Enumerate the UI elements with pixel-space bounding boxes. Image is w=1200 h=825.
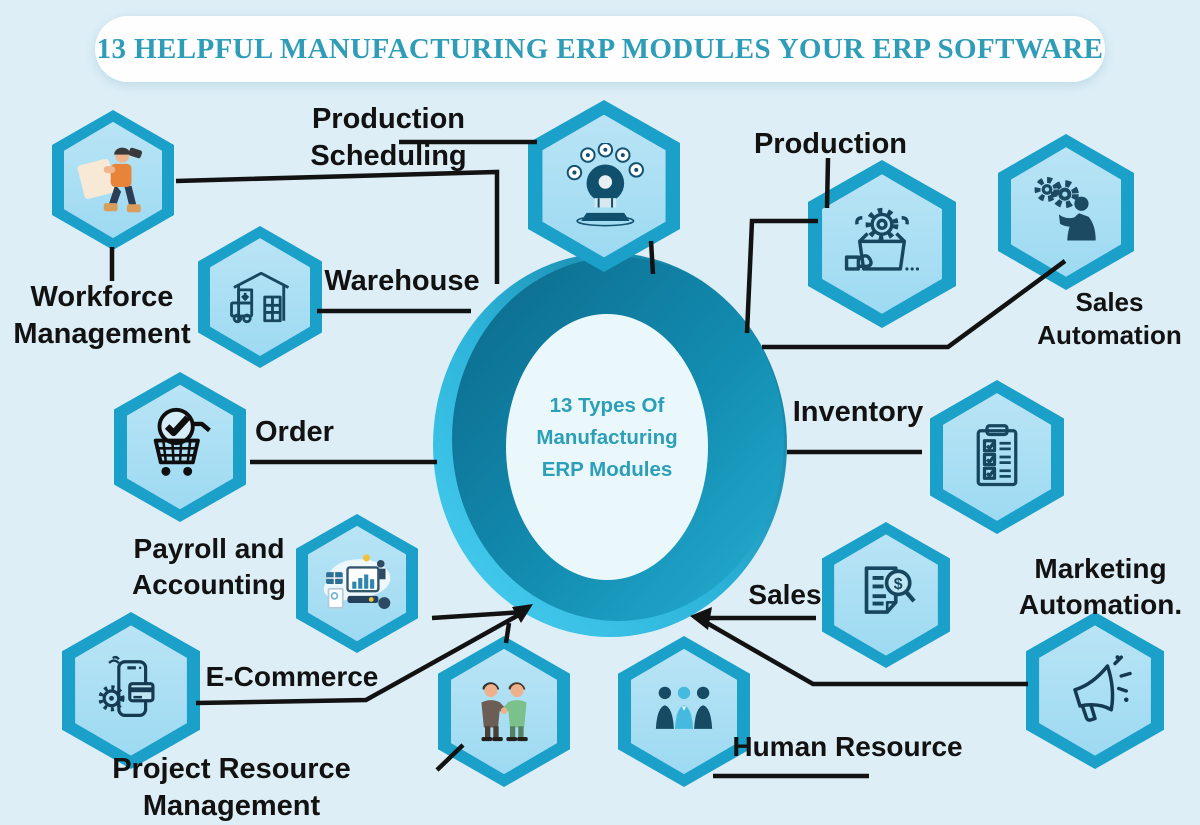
label-e-commerce: E-Commerce: [205, 661, 379, 692]
connector: [195, 610, 526, 706]
handshake-icon: [481, 681, 528, 741]
scheduling-person-icon: [566, 143, 644, 227]
hex-production: [808, 160, 956, 328]
payroll-dashboard-icon: [323, 553, 391, 609]
label-project-resource-management: Project Resource Management: [112, 753, 351, 823]
label-warehouse: Warehouse: [324, 265, 480, 297]
label-workforce-management: Workforce Management: [13, 281, 191, 351]
hex-marketing-automation: [1026, 612, 1164, 769]
hex-human-resource: [618, 636, 750, 787]
label-payroll-and-accounting: Payroll and Accounting: [132, 533, 286, 600]
center-line-1: 13 Types Of: [549, 394, 665, 417]
hex-warehouse: [198, 226, 322, 368]
connector: [431, 609, 525, 621]
center-line-3: ERP Modules: [541, 458, 673, 481]
svg-text:$: $: [894, 576, 903, 593]
connector: [435, 743, 465, 772]
label-production: Production: [753, 128, 908, 160]
center-ring: [433, 253, 787, 637]
center-line-2: Manufacturing: [536, 426, 678, 449]
hex-inventory: [930, 380, 1064, 534]
label-production-scheduling: Production Scheduling: [310, 103, 467, 173]
hex-order: [114, 372, 246, 522]
label-sales-automation: Sales Automation: [1037, 287, 1182, 351]
worker-illustration-icon: [77, 147, 143, 213]
title-banner: 13 HELPFUL MANUFACTURING ERP MODULES YOU…: [95, 16, 1105, 82]
team-icon: [655, 686, 713, 729]
phone-payment-icon: [98, 655, 155, 717]
arrowhead: [690, 607, 712, 630]
label-marketing-automation: Marketing Automation.: [1018, 553, 1183, 620]
gear-box-icon: [844, 207, 920, 271]
person-gears-icon: [1034, 176, 1096, 241]
label-inventory: Inventory: [792, 396, 924, 428]
megaphone-icon: [1073, 654, 1132, 722]
label-sales: Sales: [748, 579, 822, 610]
hex-workforce-management: [52, 110, 174, 250]
hex-payroll-and-accounting: [296, 514, 418, 653]
connector: [762, 259, 1067, 350]
connector: [648, 240, 656, 275]
invoice-dollar-icon: $: [864, 566, 916, 614]
label-human-resource: Human Resource: [732, 731, 963, 762]
label-order: Order: [255, 416, 334, 448]
hex-project-resource-management: [438, 636, 570, 787]
hex-production-scheduling: [528, 100, 680, 272]
cart-check-icon: [153, 407, 211, 476]
checklist-clipboard-icon: [976, 424, 1018, 487]
connector-lines: [109, 139, 1067, 779]
warehouse-truck-icon: [230, 271, 290, 324]
hex-sales-automation: [998, 134, 1134, 290]
page-title: 13 HELPFUL MANUFACTURING ERP MODULES YOU…: [96, 32, 1104, 65]
arrowhead: [512, 604, 533, 623]
connector: [744, 218, 818, 334]
connector: [503, 622, 512, 644]
center-ring-text: 13 Types Of Manufacturing ERP Modules: [503, 390, 711, 486]
hex-sales: $: [822, 522, 950, 668]
hex-e-commerce: [62, 612, 200, 769]
connector: [698, 617, 1028, 687]
connector: [175, 169, 500, 284]
connector: [824, 157, 831, 209]
